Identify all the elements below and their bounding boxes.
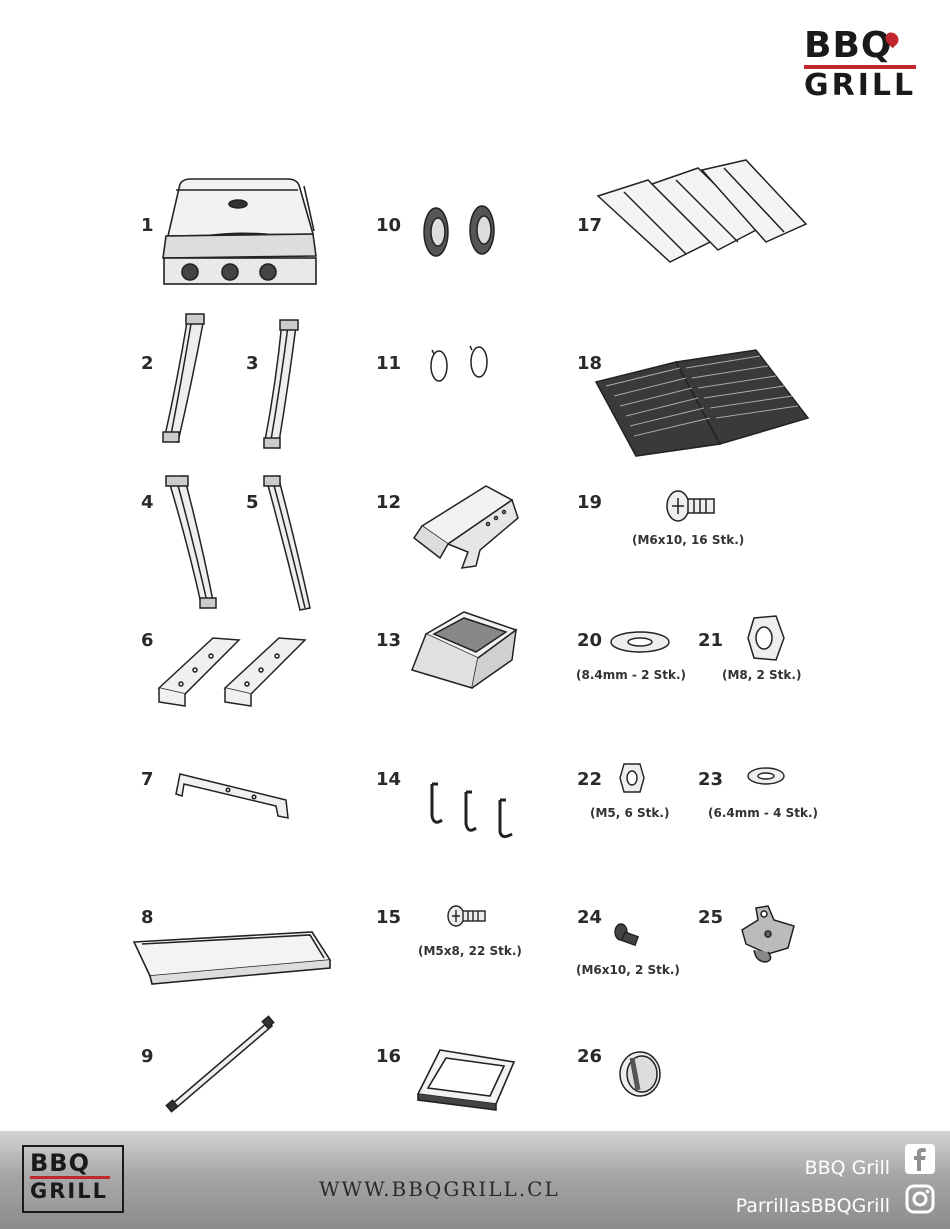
part-number: 24 (577, 907, 602, 928)
part-caption: (M6x10, 16 Stk.) (632, 533, 744, 547)
cross-brace-icon (174, 770, 292, 822)
front-leg-icon (162, 474, 224, 614)
footer: BBQ GRILL WWW.BBQGRILL.CL BBQ Grill Parr… (0, 1131, 950, 1229)
part-number: 5 (246, 492, 259, 513)
part-number: 1 (141, 215, 154, 236)
part-number: 26 (577, 1046, 602, 1067)
part-number: 23 (698, 769, 723, 790)
part-caption: (M6x10, 2 Stk.) (576, 963, 680, 977)
facebook-label[interactable]: BBQ Grill (805, 1157, 890, 1179)
screw-icon (664, 488, 718, 524)
part-number: 22 (577, 769, 602, 790)
part-number: 3 (246, 353, 259, 374)
part-number: 13 (376, 630, 401, 651)
hex-nut-icon (746, 614, 786, 662)
wheel-icon (420, 202, 500, 260)
grease-tray-icon (414, 1044, 518, 1112)
logo-text-bbq: BBQ (804, 25, 892, 66)
axle-rod-icon (164, 1016, 276, 1116)
footer-logo-grill: GRILL (30, 1181, 116, 1202)
part-caption: (6.4mm - 4 Stk.) (708, 806, 818, 820)
part-number: 7 (141, 769, 154, 790)
side-table-icon (408, 608, 518, 690)
facebook-icon[interactable] (904, 1143, 936, 1175)
bottom-shelf-icon (132, 930, 332, 986)
footer-logo-bbq: BBQ (30, 1151, 116, 1175)
flame-tamer-icon (594, 162, 806, 274)
part-number: 21 (698, 630, 723, 651)
cooking-grate-icon (592, 346, 810, 458)
instagram-icon[interactable] (904, 1183, 936, 1215)
leg-bracket-icon (155, 632, 305, 708)
instagram-label[interactable]: ParrillasBBQGrill (736, 1195, 890, 1217)
footer-brand-logo[interactable]: BBQ GRILL (22, 1145, 124, 1213)
washer-icon (746, 766, 786, 786)
part-caption: (8.4mm - 2 Stk.) (576, 668, 686, 682)
rear-leg-icon (262, 474, 316, 614)
bottle-opener-icon (738, 904, 798, 966)
screw-icon (446, 904, 488, 928)
part-number: 9 (141, 1046, 154, 1067)
brand-logo: BBQ GRILL (804, 28, 924, 94)
part-number: 8 (141, 907, 154, 928)
right-leg-icon (258, 318, 306, 454)
side-shelf-icon (410, 478, 522, 574)
part-number: 19 (577, 492, 602, 513)
website-link[interactable]: WWW.BBQGRILL.CL (319, 1177, 560, 1201)
hex-nut-icon (618, 762, 646, 794)
part-number: 25 (698, 907, 723, 928)
part-number: 10 (376, 215, 401, 236)
hook-icon (424, 780, 524, 840)
part-number: 14 (376, 769, 401, 790)
part-number: 16 (376, 1046, 401, 1067)
part-number: 20 (577, 630, 602, 651)
part-caption: (M5x8, 22 Stk.) (418, 944, 522, 958)
grill-head-icon (158, 176, 318, 291)
part-number: 2 (141, 353, 154, 374)
control-knob-icon (618, 1050, 664, 1098)
part-number: 4 (141, 492, 154, 513)
retaining-ring-icon (425, 342, 495, 384)
logo-text-grill: GRILL (804, 71, 924, 101)
part-number: 6 (141, 630, 154, 651)
part-caption: (M8, 2 Stk.) (722, 668, 801, 682)
screw-icon (612, 922, 642, 948)
part-number: 12 (376, 492, 401, 513)
part-number: 11 (376, 353, 401, 374)
part-caption: (M5, 6 Stk.) (590, 806, 669, 820)
part-number: 15 (376, 907, 401, 928)
washer-icon (608, 630, 672, 654)
left-leg-icon (160, 312, 210, 448)
